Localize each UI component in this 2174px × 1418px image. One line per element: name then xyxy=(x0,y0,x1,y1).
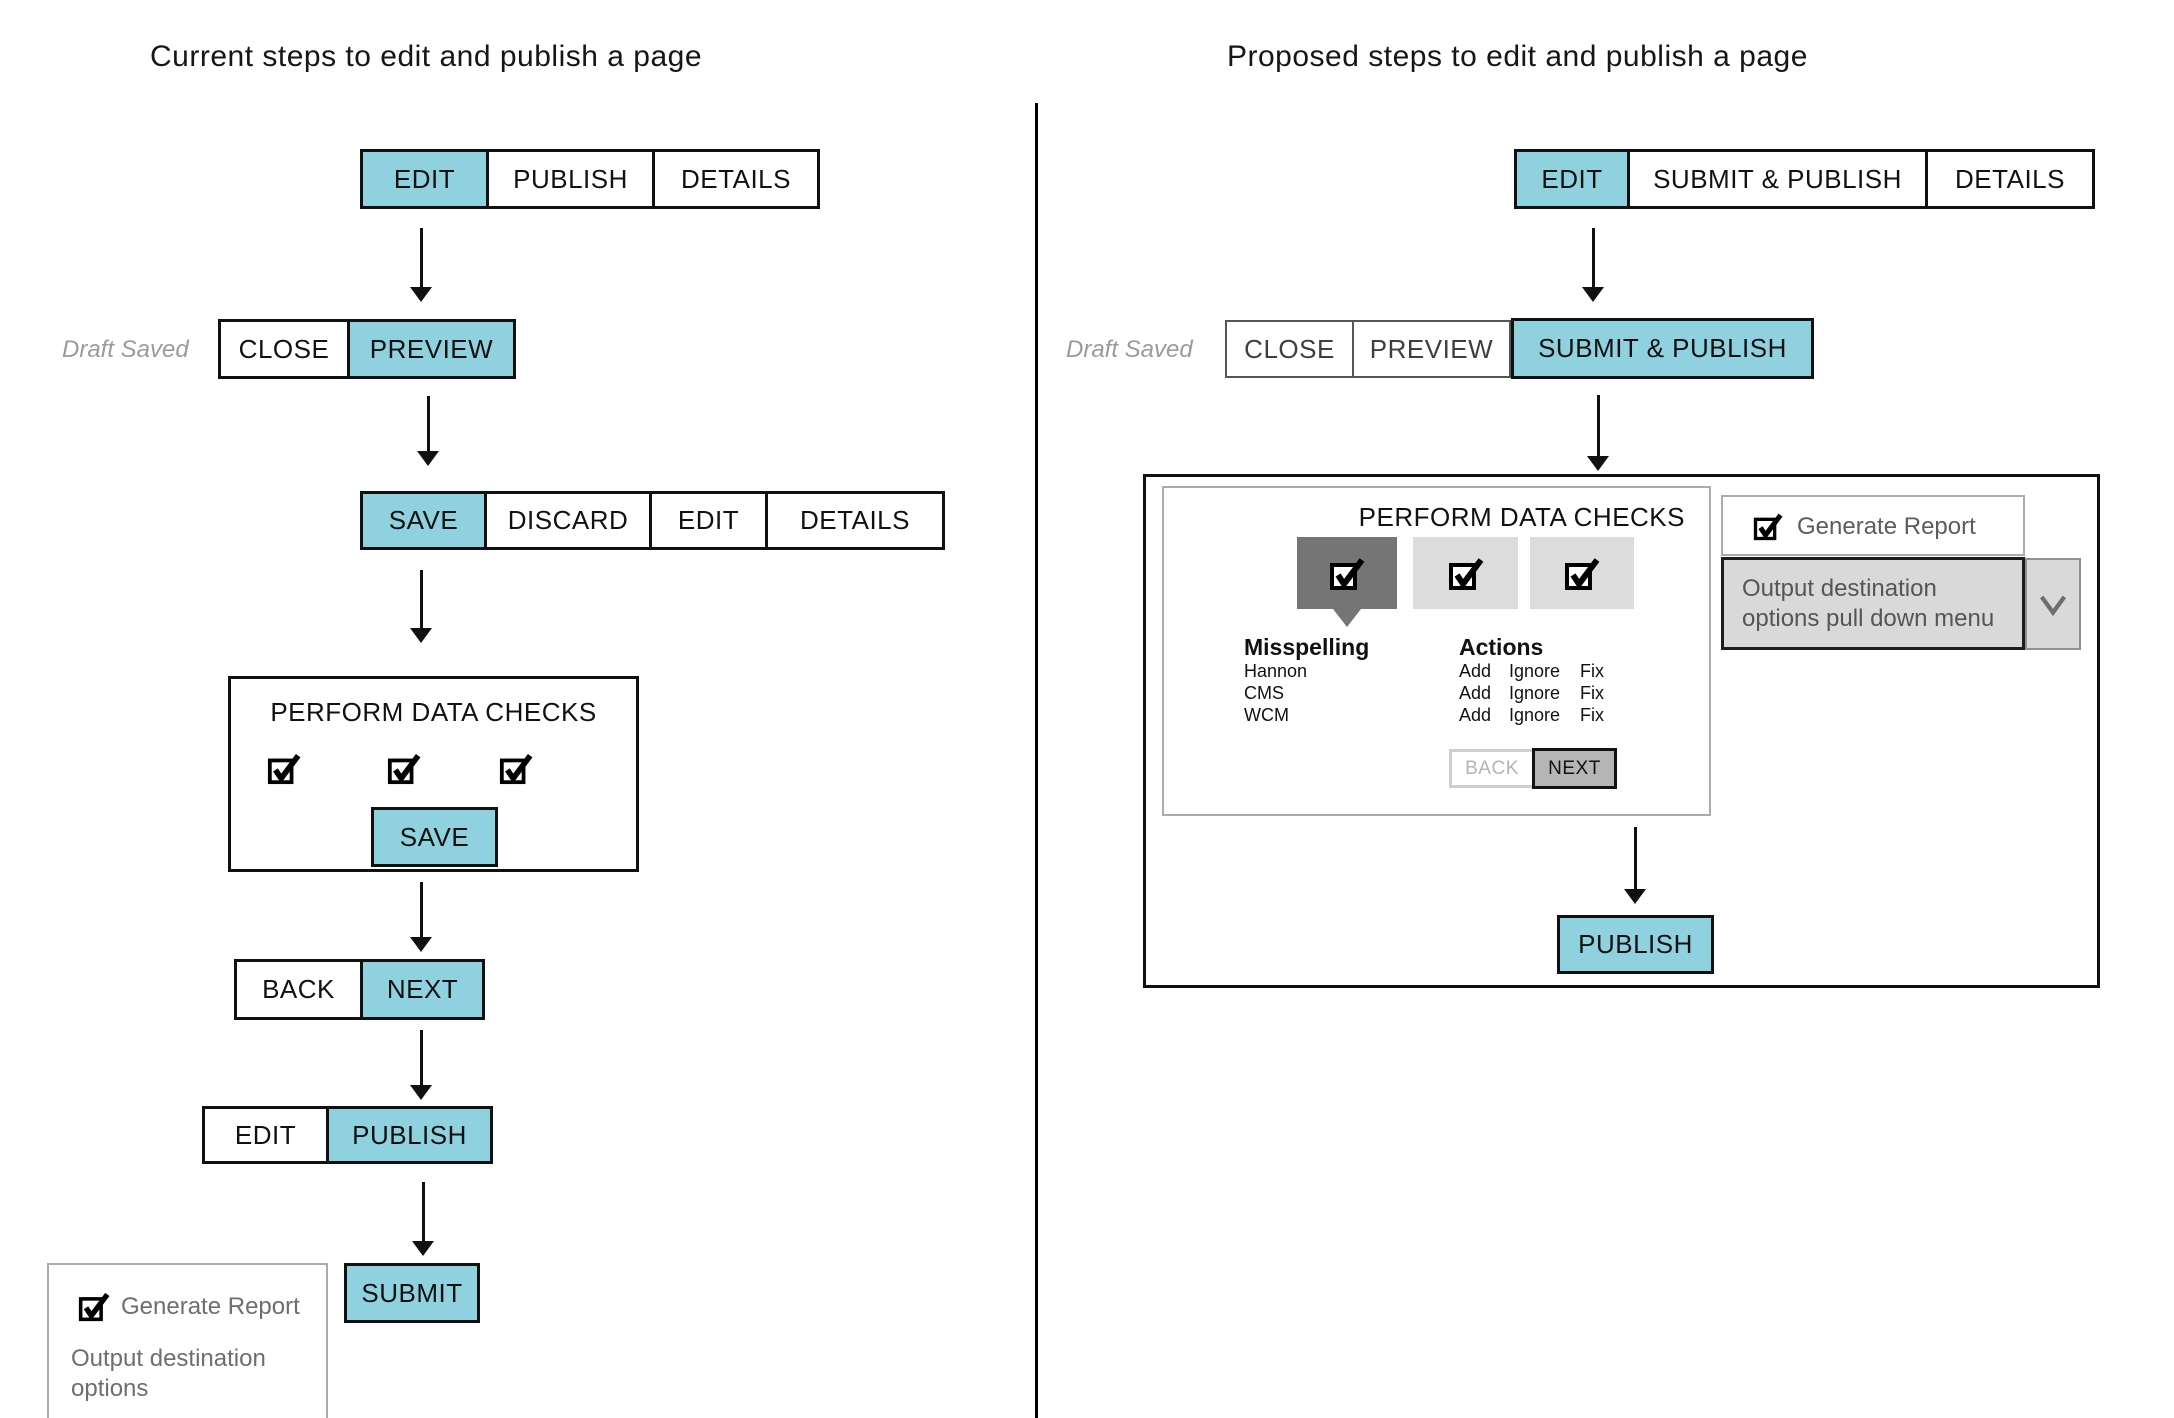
checkbox-checked-icon xyxy=(1329,555,1365,591)
panel-divider xyxy=(1035,103,1038,1418)
next-button[interactable]: NEXT xyxy=(1532,748,1617,789)
data-checks-box: PERFORM DATA CHECKS SAVE xyxy=(228,676,639,872)
checkbox-checked-icon[interactable] xyxy=(499,751,533,785)
action-fix[interactable]: Fix xyxy=(1580,683,1604,703)
action-add[interactable]: Add xyxy=(1459,705,1492,725)
edit-button[interactable]: EDIT xyxy=(649,491,768,550)
check-tile[interactable] xyxy=(1413,537,1518,609)
data-checks-title: PERFORM DATA CHECKS xyxy=(270,697,597,727)
dropdown-label-line1: Output destination xyxy=(1742,575,1937,602)
left-panel-title: Current steps to edit and publish a page xyxy=(150,40,703,73)
misspelling-header: Misspelling xyxy=(1244,634,1370,660)
data-checks-title: PERFORM DATA CHECKS xyxy=(1358,502,1685,532)
submit-button[interactable]: SUBMIT xyxy=(344,1263,480,1323)
checkbox-checked-icon[interactable] xyxy=(387,751,421,785)
publish-button[interactable]: PUBLISH xyxy=(326,1106,493,1164)
publish-button[interactable]: PUBLISH xyxy=(1557,915,1714,974)
actions-header: Actions xyxy=(1459,634,1544,660)
down-arrow xyxy=(1624,827,1646,904)
tab-submit-publish[interactable]: SUBMIT & PUBLISH xyxy=(1627,149,1928,209)
output-destination-label: Output destination xyxy=(71,1345,266,1372)
generate-report-label: Generate Report xyxy=(121,1293,300,1320)
tab-edit[interactable]: EDIT xyxy=(1514,149,1630,209)
discard-button[interactable]: DISCARD xyxy=(484,491,652,550)
action-add[interactable]: Add xyxy=(1459,683,1492,703)
save-button[interactable]: SAVE xyxy=(360,491,487,550)
action-fix[interactable]: Fix xyxy=(1580,705,1604,725)
generate-report-label: Generate Report xyxy=(1797,513,1976,540)
action-ignore[interactable]: Ignore xyxy=(1509,705,1561,725)
checkbox-checked-icon[interactable] xyxy=(1753,511,1783,541)
next-button[interactable]: NEXT xyxy=(360,959,485,1020)
preview-button[interactable]: PREVIEW xyxy=(347,319,516,379)
misspelling-row: WCM xyxy=(1244,705,1289,725)
data-checks-save-button[interactable]: SAVE xyxy=(371,807,498,867)
chevron-down-icon xyxy=(2036,587,2070,621)
dropdown-chevron-button[interactable] xyxy=(2025,558,2081,650)
misspelling-row: CMS xyxy=(1244,683,1284,703)
generate-report-box: Generate Report Output destination optio… xyxy=(47,1263,328,1418)
back-button[interactable]: BACK xyxy=(1449,749,1535,788)
checkbox-checked-icon xyxy=(1448,555,1484,591)
down-arrow xyxy=(1582,228,1604,302)
action-ignore[interactable]: Ignore xyxy=(1509,683,1561,703)
close-button[interactable]: CLOSE xyxy=(218,319,350,379)
checkbox-checked-icon[interactable] xyxy=(78,1290,110,1322)
right-panel-title: Proposed steps to edit and publish a pag… xyxy=(1227,40,1808,73)
draft-saved-label: Draft Saved xyxy=(1066,336,1193,363)
down-arrow xyxy=(417,396,439,466)
tab-publish[interactable]: PUBLISH xyxy=(486,149,655,209)
checkbox-checked-icon xyxy=(1564,555,1600,591)
down-arrow xyxy=(410,882,432,952)
misspelling-row: Hannon xyxy=(1244,661,1308,681)
data-checks-panel: PERFORM DATA CHECKS Misspelling Hannon C… xyxy=(1162,486,1711,816)
tab-details[interactable]: DETAILS xyxy=(652,149,820,209)
tile-pointer-icon xyxy=(1333,609,1361,627)
close-button[interactable]: CLOSE xyxy=(1225,320,1354,378)
tab-details[interactable]: DETAILS xyxy=(1925,149,2095,209)
draft-saved-label: Draft Saved xyxy=(62,336,189,363)
submit-publish-button[interactable]: SUBMIT & PUBLISH xyxy=(1511,318,1814,379)
down-arrow xyxy=(410,228,432,302)
action-add[interactable]: Add xyxy=(1459,661,1492,681)
checkbox-checked-icon[interactable] xyxy=(267,751,301,785)
down-arrow xyxy=(410,570,432,643)
details-button[interactable]: DETAILS xyxy=(765,491,945,550)
down-arrow xyxy=(1587,395,1609,471)
check-tile-selected[interactable] xyxy=(1297,537,1397,609)
edit-button[interactable]: EDIT xyxy=(202,1106,329,1164)
down-arrow xyxy=(412,1182,434,1256)
generate-report-box: Generate Report xyxy=(1721,495,2025,556)
action-fix[interactable]: Fix xyxy=(1580,661,1604,681)
back-button[interactable]: BACK xyxy=(234,959,363,1020)
proposed-flow-box: PERFORM DATA CHECKS Misspelling Hannon C… xyxy=(1143,474,2100,988)
output-destination-dropdown[interactable]: Output destination options pull down men… xyxy=(1721,557,2025,650)
output-destination-label-2: options xyxy=(71,1375,149,1402)
tab-edit[interactable]: EDIT xyxy=(360,149,489,209)
preview-button[interactable]: PREVIEW xyxy=(1352,320,1511,378)
check-tile[interactable] xyxy=(1530,537,1634,609)
action-ignore[interactable]: Ignore xyxy=(1509,661,1561,681)
dropdown-label-line2: options pull down menu xyxy=(1742,605,1995,632)
down-arrow xyxy=(410,1030,432,1100)
